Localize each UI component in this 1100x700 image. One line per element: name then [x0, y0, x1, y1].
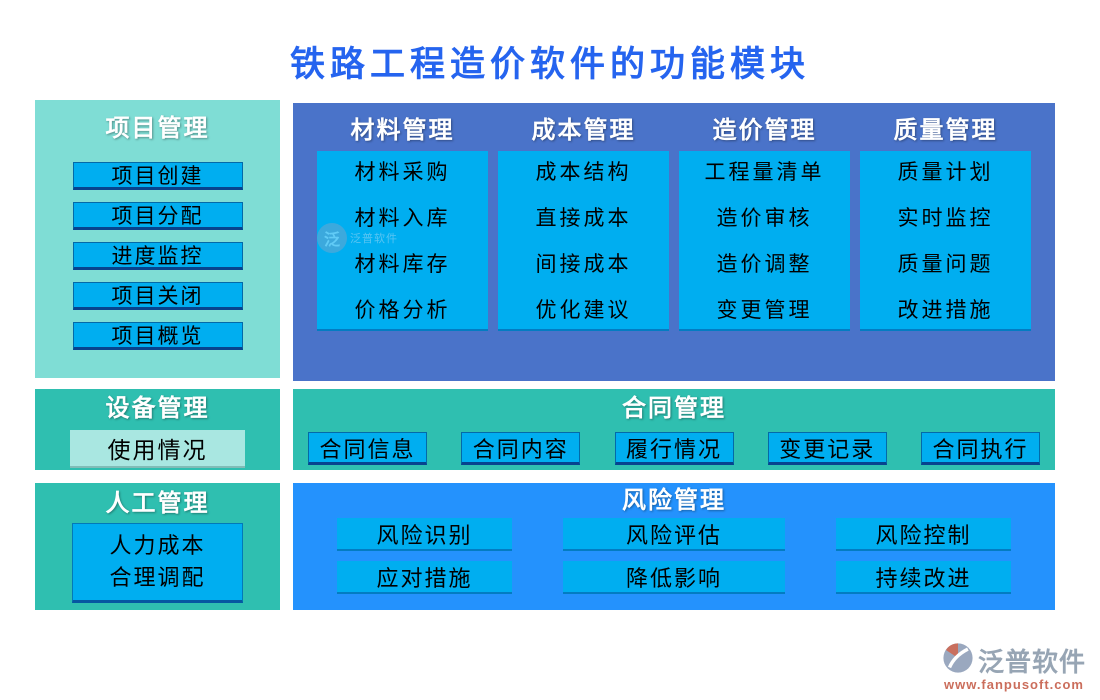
risk-chip-row-2: 应对措施 降低影响 持续改进: [337, 561, 1011, 594]
quality-management-header: 质量管理: [893, 117, 998, 144]
module-chip-risk-control: 风险控制: [836, 518, 1011, 551]
risk-chip-rows: 风险识别 风险评估 风险控制 应对措施 降低影响 持续改进: [293, 518, 1055, 594]
module-item-cost-structure: 成本结构: [535, 161, 632, 184]
price-management-column: 造价管理 工程量清单 造价审核 造价调整 变更管理: [679, 113, 850, 331]
labor-management-header: 人工管理: [105, 490, 210, 517]
module-item-quality-issue: 质量问题: [897, 253, 994, 276]
module-item-material-inbound: 材料入库: [354, 207, 451, 230]
main-modules-columns: 材料管理 材料采购 材料入库 材料库存 价格分析 成本管理 成本结构 直接成本 …: [293, 103, 1055, 351]
module-item-realtime-monitor: 实时监控: [897, 207, 994, 230]
module-chip-progress-monitor: 进度监控: [72, 242, 243, 270]
brand-name: 泛普软件: [977, 647, 1086, 677]
module-item-material-purchase: 材料采购: [354, 161, 451, 184]
quality-management-card: 质量计划 实时监控 质量问题 改进措施: [860, 151, 1031, 331]
module-item-change-management: 变更管理: [716, 299, 813, 322]
project-management-block: 项目管理 项目创建 项目分配 进度监控 项目关闭 项目概览: [35, 100, 280, 378]
equipment-management-header: 设备管理: [105, 395, 210, 422]
module-chip-contract-execution: 合同执行: [921, 432, 1040, 465]
module-chip-performance-status: 履行情况: [614, 432, 734, 465]
module-item-reasonable-allocation: 合理调配: [109, 565, 206, 590]
labor-management-block: 人工管理 人力成本 合理调配: [35, 483, 280, 610]
module-item-indirect-cost: 间接成本: [535, 253, 632, 276]
module-item-price-review: 造价审核: [716, 207, 813, 230]
brand-url: www.fanpusoft.com: [943, 677, 1084, 692]
contract-chip-list: 合同信息 合同内容 履行情况 变更记录 合同执行: [293, 432, 1055, 465]
module-item-improve-measures: 改进措施: [897, 299, 994, 322]
material-management-header: 材料管理: [350, 117, 455, 144]
price-management-header: 造价管理: [712, 117, 817, 144]
module-item-boq-list: 工程量清单: [704, 161, 825, 184]
project-chip-list: 项目创建 项目分配 进度监控 项目关闭 项目概览: [35, 162, 280, 350]
module-item-material-stock: 材料库存: [354, 253, 451, 276]
contract-management-header: 合同管理: [622, 395, 726, 422]
module-item-labor-cost: 人力成本: [109, 533, 206, 558]
brand-footer: 泛普软件 www.fanpusoft.com: [942, 642, 1086, 692]
risk-management-header: 风险管理: [622, 487, 726, 514]
module-chip-reduce-impact: 降低影响: [563, 561, 785, 594]
material-management-column: 材料管理 材料采购 材料入库 材料库存 价格分析: [317, 113, 488, 331]
module-chip-response-measures: 应对措施: [337, 561, 512, 594]
module-item-price-analysis: 价格分析: [354, 299, 451, 322]
cost-management-column: 成本管理 成本结构 直接成本 间接成本 优化建议: [498, 113, 669, 331]
module-chip-risk-evaluate: 风险评估: [563, 518, 785, 551]
module-chip-change-record: 变更记录: [767, 432, 887, 465]
fanpu-logo-icon: [942, 642, 974, 679]
contract-management-block: 合同管理 合同信息 合同内容 履行情况 变更记录 合同执行: [293, 389, 1055, 470]
risk-management-block: 风险管理 风险识别 风险评估 风险控制 应对措施 降低影响 持续改进: [293, 483, 1055, 610]
project-management-header: 项目管理: [105, 115, 210, 142]
cost-management-header: 成本管理: [531, 117, 636, 144]
module-chip-usage-status: 使用情况: [70, 430, 245, 468]
material-management-card: 材料采购 材料入库 材料库存 价格分析: [317, 151, 488, 331]
module-chip-contract-info: 合同信息: [308, 432, 427, 465]
module-item-optimize-advice: 优化建议: [535, 299, 632, 322]
module-chip-risk-identify: 风险识别: [337, 518, 512, 551]
module-chip-contract-content: 合同内容: [461, 432, 581, 465]
module-chip-project-overview: 项目概览: [72, 322, 243, 350]
module-item-price-adjust: 造价调整: [716, 253, 813, 276]
main-modules-block: 泛 泛普软件 材料管理 材料采购 材料入库 材料库存 价格分析 成本管理 成本结…: [293, 103, 1055, 381]
module-chip-project-assign: 项目分配: [72, 202, 243, 230]
module-item-quality-plan: 质量计划: [897, 161, 994, 184]
module-chip-project-close: 项目关闭: [72, 282, 243, 310]
equipment-management-block: 设备管理 使用情况: [35, 389, 280, 470]
module-item-direct-cost: 直接成本: [535, 207, 632, 230]
price-management-card: 工程量清单 造价审核 造价调整 变更管理: [679, 151, 850, 331]
labor-items-box: 人力成本 合理调配: [72, 523, 243, 603]
module-chip-continuous-improve: 持续改进: [836, 561, 1011, 594]
module-chip-project-create: 项目创建: [72, 162, 243, 190]
cost-management-card: 成本结构 直接成本 间接成本 优化建议: [498, 151, 669, 331]
quality-management-column: 质量管理 质量计划 实时监控 质量问题 改进措施: [860, 113, 1031, 331]
page-title: 铁路工程造价软件的功能模块: [289, 45, 810, 84]
risk-chip-row-1: 风险识别 风险评估 风险控制: [337, 518, 1011, 551]
